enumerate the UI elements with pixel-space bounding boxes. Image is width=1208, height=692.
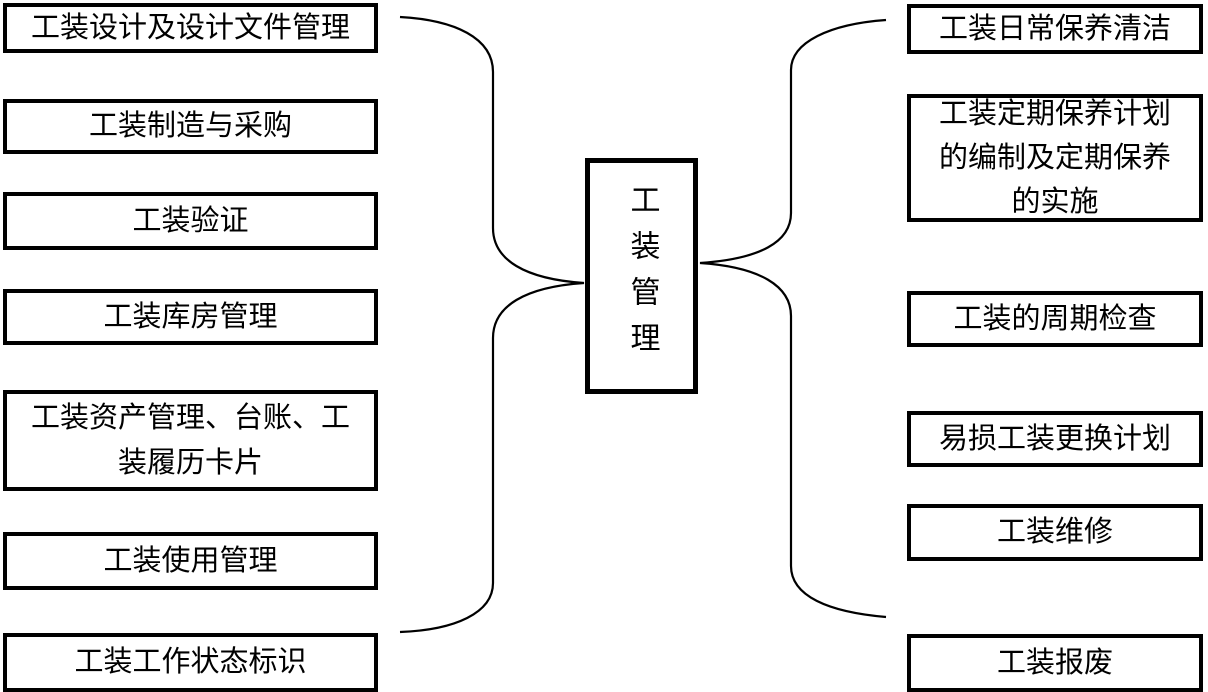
box-tooling-verification: 工装验证 bbox=[3, 192, 378, 250]
box-label: 易损工装更换计划 bbox=[938, 422, 1171, 455]
diagram-title: 工装管理 bbox=[625, 184, 659, 368]
box-wearable-tooling-replacement-plan: 易损工装更换计划 bbox=[907, 411, 1203, 467]
center-box-tooling-management: 工装管理 bbox=[585, 158, 698, 394]
box-label: 工装设计及设计文件管理 bbox=[30, 11, 350, 44]
box-label: 工装工作状态标识 bbox=[74, 646, 307, 679]
box-tooling-asset-ledger-card: 工装资产管理、台账、工装履历卡片 bbox=[3, 390, 378, 491]
box-label: 工装库房管理 bbox=[103, 300, 278, 333]
box-tooling-repair: 工装维修 bbox=[907, 504, 1203, 561]
right-brace bbox=[699, 18, 887, 619]
box-label: 工装定期保养计划的编制及定期保养的实施 bbox=[938, 97, 1171, 219]
box-label: 工装日常保养清洁 bbox=[938, 12, 1171, 45]
box-label: 工装的周期检查 bbox=[953, 302, 1157, 335]
box-tooling-warehouse-mgmt: 工装库房管理 bbox=[3, 289, 378, 345]
box-label: 工装使用管理 bbox=[103, 544, 278, 577]
box-tooling-usage-mgmt: 工装使用管理 bbox=[3, 532, 378, 590]
box-label: 工装验证 bbox=[132, 204, 249, 237]
box-tooling-design-doc-mgmt: 工装设计及设计文件管理 bbox=[3, 3, 378, 53]
box-label: 工装制造与采购 bbox=[88, 110, 292, 143]
box-label: 工装资产管理、台账、工装履历卡片 bbox=[30, 402, 350, 479]
box-periodic-maintenance-plan: 工装定期保养计划的编制及定期保养的实施 bbox=[907, 94, 1203, 222]
box-label: 工装维修 bbox=[996, 516, 1113, 549]
box-tooling-work-status-marking: 工装工作状态标识 bbox=[3, 633, 378, 692]
box-daily-maintenance-cleaning: 工装日常保养清洁 bbox=[907, 4, 1203, 54]
box-label: 工装报废 bbox=[996, 646, 1113, 679]
box-tooling-manufacture-procurement: 工装制造与采购 bbox=[3, 99, 378, 154]
box-periodic-inspection: 工装的周期检查 bbox=[907, 291, 1203, 347]
left-brace bbox=[399, 15, 585, 634]
box-tooling-scrap: 工装报废 bbox=[907, 634, 1203, 692]
